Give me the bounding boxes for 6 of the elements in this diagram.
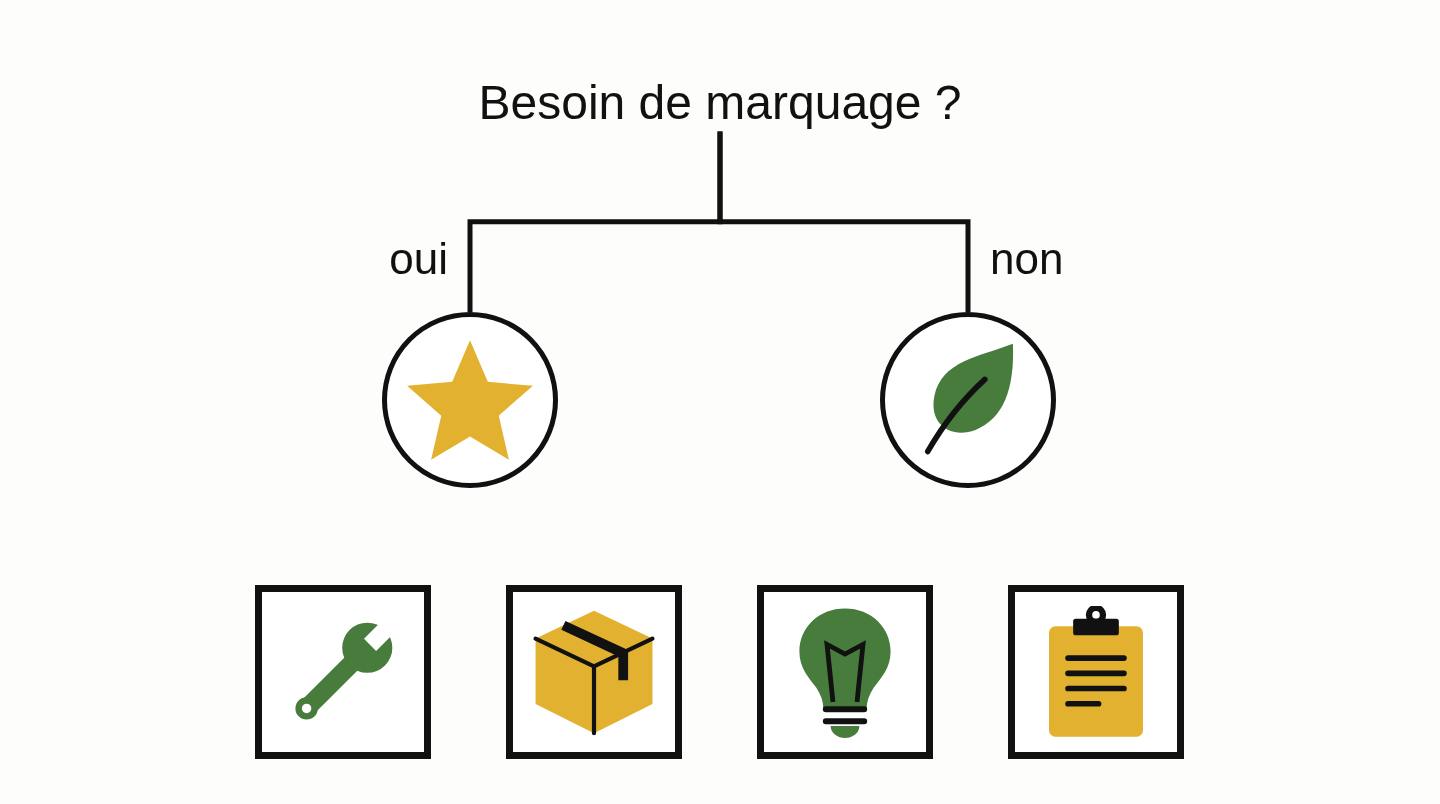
icon-tile	[255, 585, 431, 759]
icon-tile	[757, 585, 933, 759]
icon-tile	[506, 585, 682, 759]
icon-tile	[1008, 585, 1184, 759]
connector-line	[717, 131, 971, 312]
question-text: Besoin de marquage ?	[478, 74, 962, 132]
